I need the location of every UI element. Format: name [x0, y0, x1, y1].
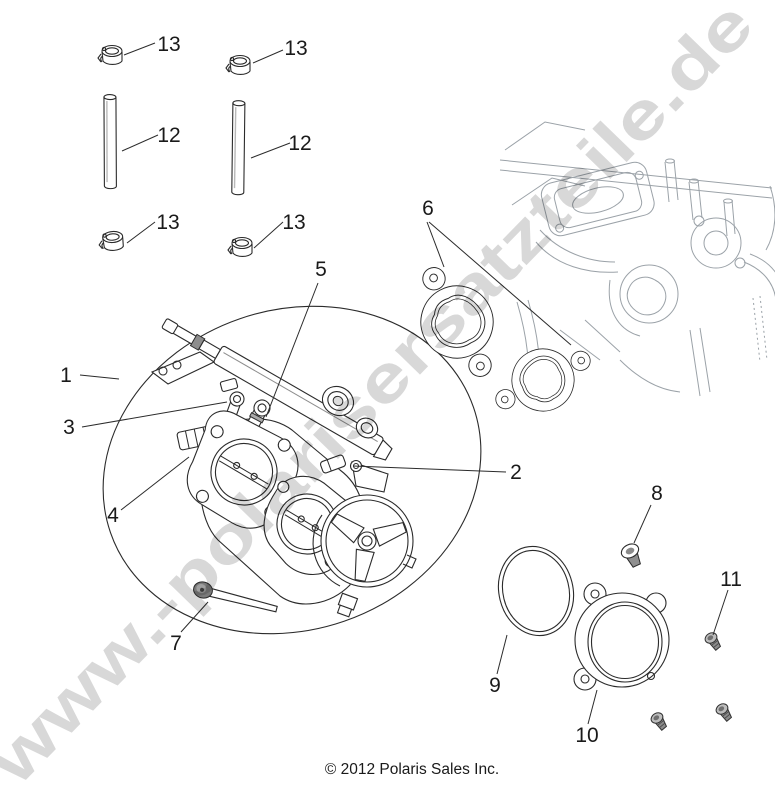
screw-bottom-right [713, 701, 735, 724]
intake-gasket-lower [483, 329, 604, 431]
assembly-boundary-ellipse [102, 305, 482, 635]
pressure-regulator [321, 385, 355, 417]
callout-11: 11 [720, 568, 742, 591]
clamp-bottom-right [227, 236, 253, 257]
small-bolt [620, 543, 641, 568]
callout-13-bottom-left: 13 [156, 211, 179, 234]
long-bolt [193, 581, 278, 613]
leader-lines [79, 42, 729, 725]
callout-7: 7 [170, 632, 182, 655]
clamp-top-left [97, 44, 123, 65]
clamp-top-right [225, 54, 251, 75]
callout-12-left: 12 [157, 124, 180, 147]
callout-4: 4 [107, 504, 119, 527]
callout-labels: 1 2 3 4 5 6 7 8 9 10 11 12 12 13 13 13 1… [60, 33, 742, 747]
cover-plate [573, 582, 670, 691]
throttle-cam-drum [320, 494, 417, 588]
callout-12-right: 12 [288, 132, 311, 155]
callout-6: 6 [422, 197, 434, 220]
clamp-bottom-left [97, 230, 125, 252]
callout-1: 1 [60, 364, 72, 387]
fuel-rail [161, 318, 393, 461]
throttle-body-assembly [150, 318, 417, 618]
hose-tube-right [229, 99, 248, 196]
callout-9: 9 [489, 674, 501, 697]
hose-tube-left [101, 93, 119, 190]
callout-13-top-right: 13 [284, 37, 307, 60]
engine-reference-ghost [499, 121, 775, 399]
throttle-bore-left [186, 410, 299, 529]
copyright-text: © 2012 Polaris Sales Inc. [325, 761, 499, 778]
screw-bottom-left [648, 710, 670, 733]
callout-13-top-left: 13 [157, 33, 180, 56]
callout-3: 3 [63, 416, 75, 439]
callout-10: 10 [575, 724, 598, 747]
callout-5: 5 [315, 258, 327, 281]
o-ring [497, 545, 575, 637]
callout-8: 8 [651, 482, 663, 505]
callout-2: 2 [510, 461, 522, 484]
callout-13-bottom-right: 13 [282, 211, 305, 234]
